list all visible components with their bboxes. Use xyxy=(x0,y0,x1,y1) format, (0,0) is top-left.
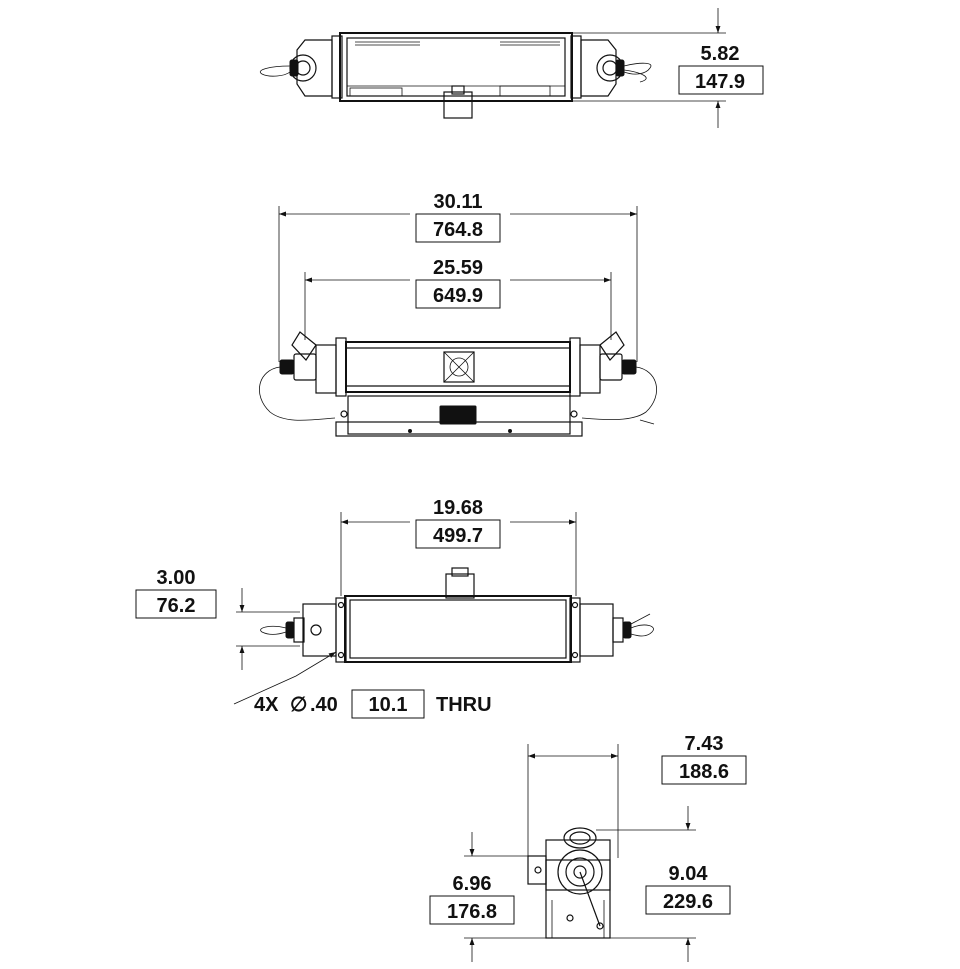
hole-diameter-mm: 10.1 xyxy=(369,694,408,716)
mount-view: 19.68 499.7 3.00 76.2 xyxy=(135,497,654,719)
fan-grille xyxy=(443,351,475,383)
inner-length-in: 25.59 xyxy=(433,257,483,279)
top-height-in: 5.82 xyxy=(701,43,740,65)
mount-depth-in: 3.00 xyxy=(157,567,196,589)
end-housing xyxy=(545,859,611,939)
front-view: 30.11 764.8 25.59 649.9 xyxy=(259,191,657,437)
front-housing xyxy=(345,341,571,393)
top-housing xyxy=(339,32,573,102)
top-junction-box xyxy=(443,91,473,119)
hole-count: 4X xyxy=(254,694,279,716)
end-height-mm: 229.6 xyxy=(663,891,713,913)
overall-length-mm: 764.8 xyxy=(433,219,483,241)
left-lamp-housing xyxy=(296,39,333,97)
label-plate xyxy=(439,405,477,425)
end-width-in: 7.43 xyxy=(685,733,724,755)
mount-width-mm: 499.7 xyxy=(433,525,483,547)
right-lamp-housing xyxy=(580,39,617,97)
inner-length-mm: 649.9 xyxy=(433,285,483,307)
top-view: 5.82 147.9 xyxy=(259,8,764,128)
top-height-mm: 147.9 xyxy=(695,71,745,93)
end-width-mm: 188.6 xyxy=(679,761,729,783)
mount-housing xyxy=(344,595,572,663)
mount-width-in: 19.68 xyxy=(433,497,483,519)
front-base xyxy=(347,395,571,435)
end-lamp-ring xyxy=(557,849,603,895)
mount-depth-mm: 76.2 xyxy=(157,595,196,617)
end-view: 7.43 188.6 9.04 229.6 6.96 xyxy=(429,733,747,962)
hole-diameter-symbol: ∅ xyxy=(290,694,307,716)
overall-length-in: 30.11 xyxy=(434,191,483,213)
hole-diameter-in: .40 xyxy=(310,694,338,716)
end-base-in: 6.96 xyxy=(453,873,492,895)
end-height-in: 9.04 xyxy=(669,863,709,885)
end-base-mm: 176.8 xyxy=(447,901,497,923)
hole-note: THRU xyxy=(436,694,492,716)
